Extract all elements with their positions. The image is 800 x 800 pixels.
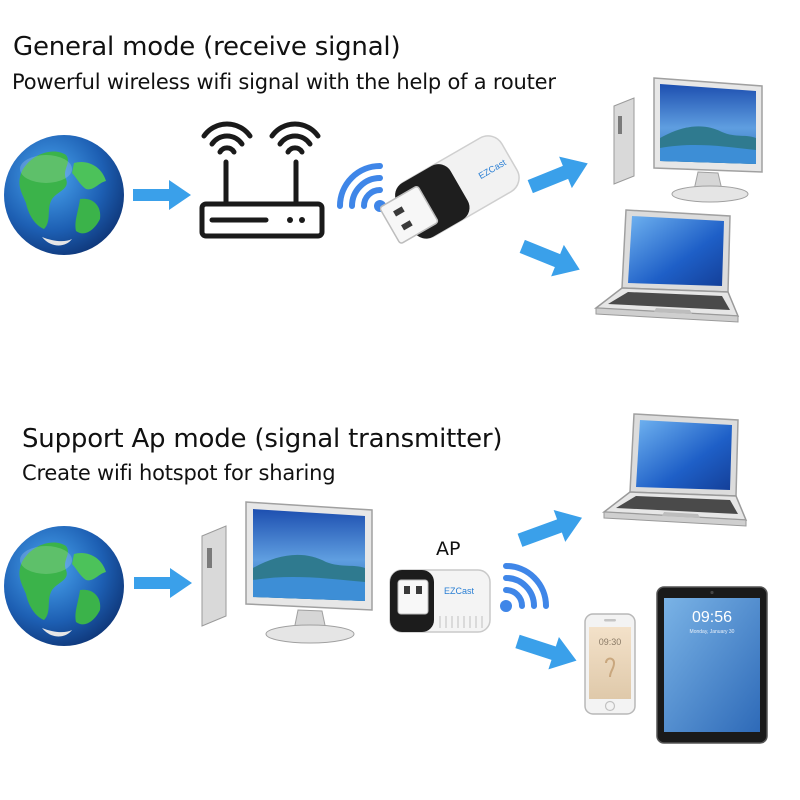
arrow-up-right-icon bbox=[524, 150, 594, 200]
desktop-computer-icon bbox=[200, 498, 380, 648]
laptop-computer-icon bbox=[600, 412, 750, 536]
adapter-brand-logo: EZCast bbox=[444, 586, 475, 596]
router-icon bbox=[196, 108, 326, 243]
tablet-icon: 09:56 Monday, January 30 bbox=[656, 586, 768, 744]
ap-mode-title: Support Ap mode (signal transmitter) bbox=[22, 424, 503, 454]
desktop-computer-icon bbox=[612, 76, 774, 206]
laptop-computer-icon bbox=[592, 208, 742, 332]
arrow-right-icon bbox=[133, 180, 193, 210]
arrow-right-icon bbox=[134, 568, 194, 598]
usb-wifi-adapter: EZCast bbox=[380, 120, 520, 260]
ap-label: AP bbox=[436, 538, 461, 560]
arrow-down-right-icon bbox=[516, 232, 586, 284]
tablet-date: Monday, January 30 bbox=[690, 629, 735, 635]
general-mode-subtitle: Powerful wireless wifi signal with the h… bbox=[12, 70, 556, 94]
arrow-up-right-icon bbox=[514, 504, 588, 554]
globe-icon bbox=[2, 133, 126, 257]
globe-icon bbox=[2, 524, 126, 648]
usb-wifi-adapter: EZCast bbox=[386, 556, 496, 646]
smartphone-icon: 09:30 bbox=[584, 613, 636, 715]
general-mode-title: General mode (receive signal) bbox=[13, 32, 401, 62]
wifi-signal-icon bbox=[490, 562, 550, 622]
arrow-down-right-icon bbox=[512, 626, 582, 676]
tablet-time: 09:56 bbox=[692, 609, 732, 626]
phone-time: 09:30 bbox=[599, 637, 622, 647]
wifi-signal-icon bbox=[334, 160, 394, 220]
ap-mode-subtitle: Create wifi hotspot for sharing bbox=[22, 461, 336, 485]
